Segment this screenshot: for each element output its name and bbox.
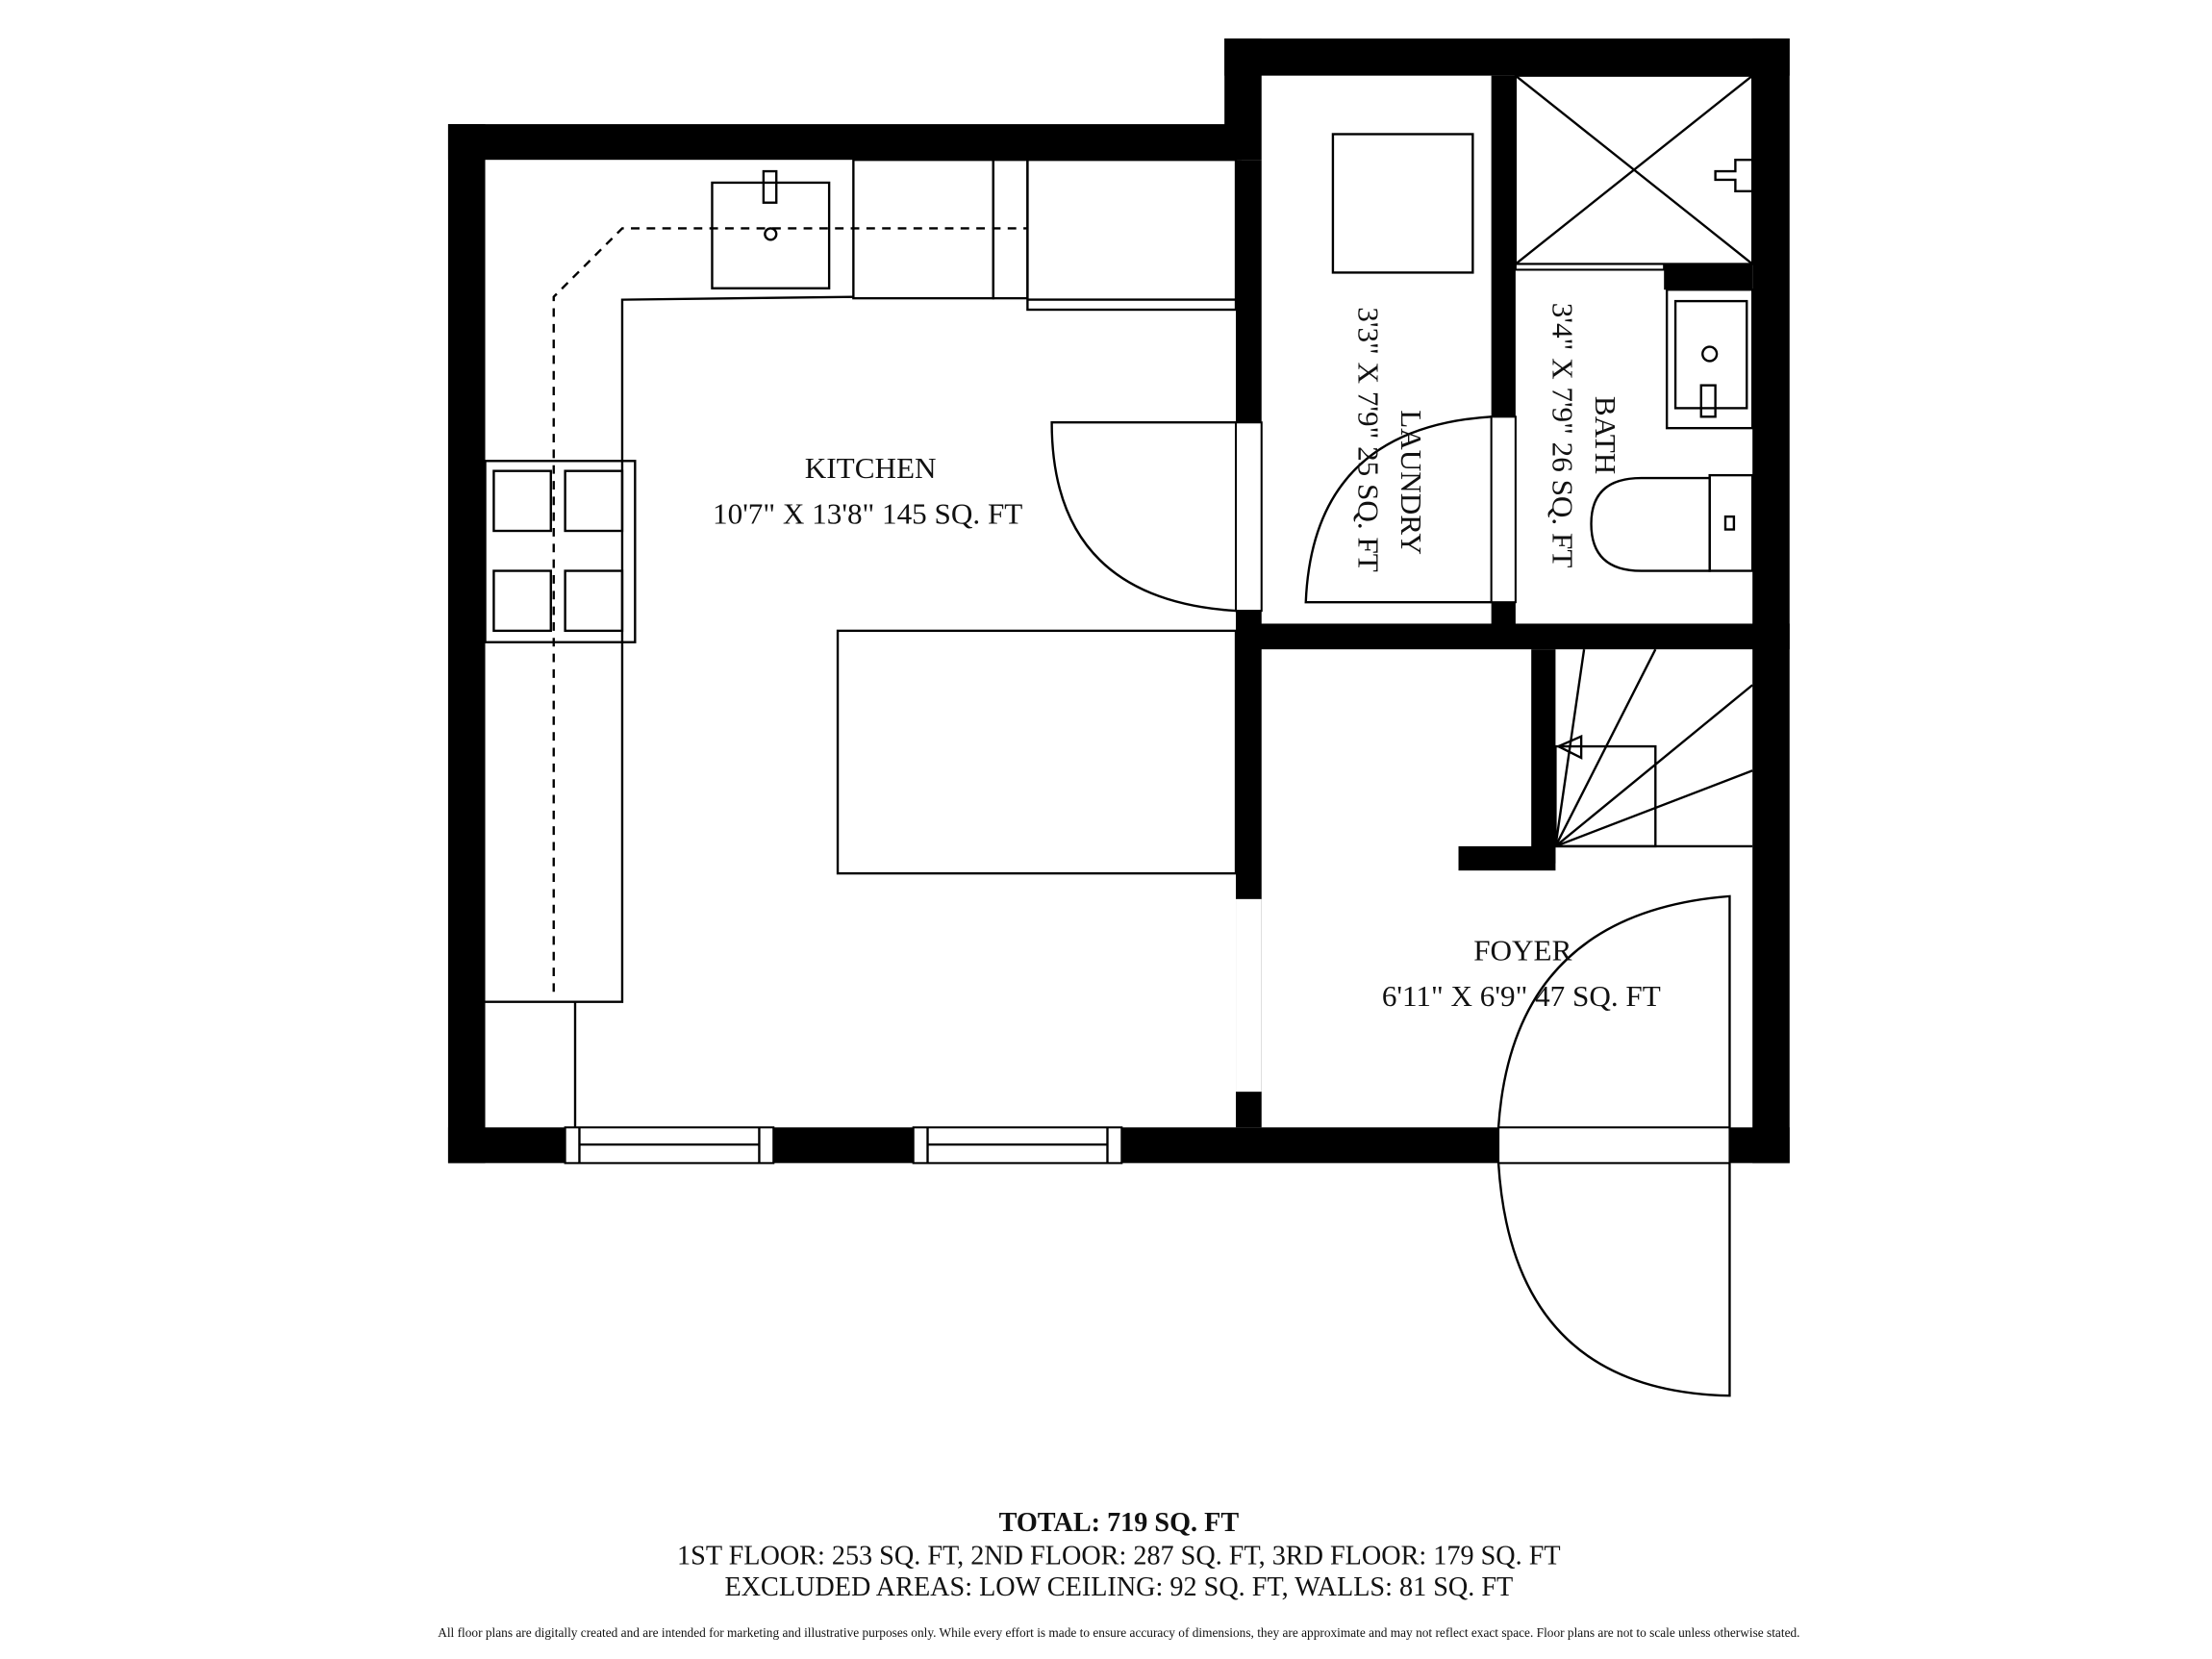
stairs-and-door — [1496, 648, 1753, 1397]
door-swing — [1304, 415, 1492, 604]
walls — [447, 38, 1790, 1165]
kitchen-island — [836, 629, 1238, 875]
floor-areas: 1ST FLOOR: 253 SQ. FT, 2ND FLOOR: 287 SQ… — [677, 1541, 1561, 1571]
door-swing — [1496, 894, 1731, 1128]
excluded-areas: EXCLUDED AREAS: LOW CEILING: 92 SQ. FT, … — [724, 1572, 1513, 1602]
kitchen-label: KITCHEN — [805, 451, 937, 485]
door-swing — [1496, 1163, 1731, 1397]
sink-icon — [711, 181, 831, 289]
kitchen-dims: 10'7" X 13'8" 145 SQ. FT — [713, 497, 1022, 531]
foyer-label: FOYER — [1473, 934, 1571, 968]
door-swing — [1050, 421, 1237, 613]
entry-door-gap — [1497, 1126, 1731, 1165]
fridge — [1026, 159, 1238, 312]
kitchen-fixtures — [484, 159, 1238, 1128]
stove-icon — [484, 460, 637, 643]
laundry-label: LAUNDRY — [1395, 410, 1428, 555]
total-area: TOTAL: 719 SQ. FT — [999, 1508, 1240, 1538]
foyer-dims: 6'11" X 6'9" 47 SQ. FT — [1382, 979, 1661, 1013]
bath-dims: 3'4" X 7'9" 26 SQ. FT — [1546, 303, 1579, 568]
disclaimer: All floor plans are digitally created an… — [438, 1625, 1799, 1640]
toilet — [1590, 476, 1711, 572]
laundry-dims: 3'3" X 7'9" 25 SQ. FT — [1352, 307, 1386, 572]
bath-label: BATH — [1589, 396, 1622, 474]
washer — [1331, 133, 1474, 274]
